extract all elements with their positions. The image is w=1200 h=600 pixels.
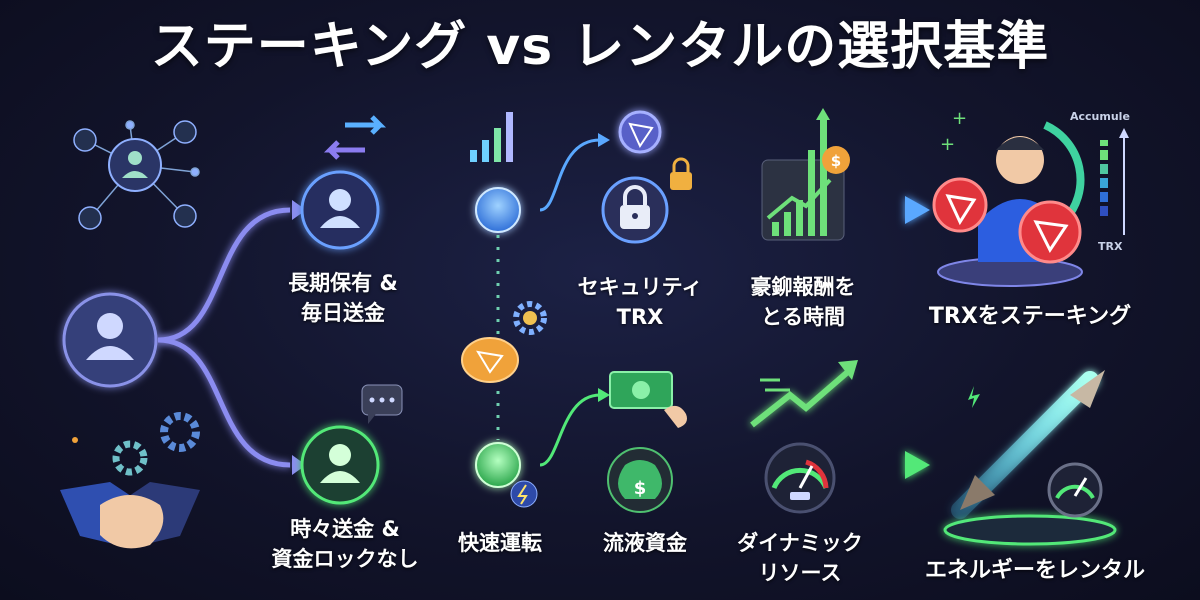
handshake-icon	[60, 437, 200, 549]
page-title: ステーキング vs レンタルの選択基準	[150, 17, 1050, 77]
bar-chart-icon	[470, 112, 513, 162]
security-label: セキュリティ TRX	[577, 275, 703, 329]
main-user-node	[62, 292, 158, 388]
bottom-hub-node	[475, 442, 538, 508]
svg-text:+: +	[952, 108, 967, 129]
coin-symbol: $	[634, 478, 647, 499]
gears-icon	[112, 412, 200, 476]
dynamic-label: ダイナミック リソース	[737, 531, 863, 585]
gear-icon-middle	[513, 301, 547, 335]
top-user-label: 長期保有 & 毎日送金	[288, 271, 398, 325]
swap-arrows-icon	[323, 115, 387, 160]
liquid-label: 流液資金	[603, 531, 687, 555]
meter-bottom-label: TRX	[1098, 240, 1123, 253]
money-bill-icon	[609, 371, 687, 428]
growth-chart-icon: $	[761, 108, 850, 241]
branch-curve-top	[157, 207, 291, 343]
svg-text:$: $	[831, 152, 841, 170]
tron-coin-gold-icon	[461, 337, 519, 383]
bottom-user-node	[300, 425, 380, 505]
speedometer-icon	[764, 442, 836, 514]
meter-top-label: Accumule	[1070, 110, 1130, 123]
top-user-node	[300, 170, 380, 250]
rental-result-label: エネルギーをレンタル	[924, 558, 1145, 583]
padlock-icon	[601, 157, 692, 244]
chat-bubble-icon	[361, 384, 403, 424]
trend-arrow-icon	[750, 360, 858, 428]
tron-coin-icon	[618, 110, 662, 154]
rocket-icon	[943, 370, 1117, 546]
svg-text:+: +	[940, 134, 955, 155]
fast-label: 快速運転	[458, 531, 542, 555]
staking-result-label: TRXをステーキング	[928, 304, 1132, 329]
branch-curve-bottom	[157, 337, 291, 468]
staking-avatar: + +	[932, 108, 1085, 287]
money-bag-icon: $	[607, 447, 673, 513]
bottom-user-label: 時々送金 & 資金ロックなし	[271, 517, 419, 571]
network-icon	[73, 120, 200, 230]
accumulate-meter	[1100, 128, 1129, 235]
reward-label: 豪鉚報酬を とる時間	[750, 275, 856, 329]
top-hub-node	[475, 187, 521, 233]
